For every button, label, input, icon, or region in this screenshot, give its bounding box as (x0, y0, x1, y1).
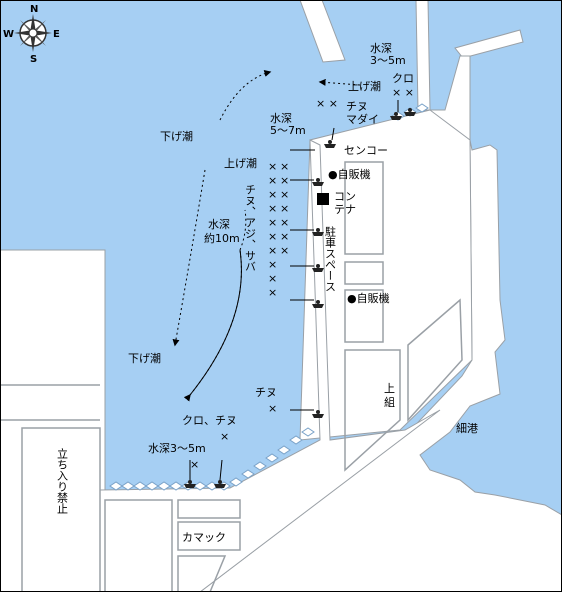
svg-text:× ×: × × (392, 86, 414, 99)
compass-w: W (3, 29, 14, 40)
roads (0, 161, 463, 592)
label-chinu-bottom: チヌ (255, 386, 277, 399)
tide-arrow-up (183, 249, 242, 402)
label-container-2: テナ (334, 203, 356, 216)
svg-text:×: × (280, 174, 289, 187)
label-no-entry: 立ち入り禁止 (56, 447, 69, 514)
svg-text:×: × (268, 160, 277, 173)
callout-lines (189, 100, 399, 481)
map-labels: 水深 3～5m クロ 上げ潮 チヌ マダイ 水深 5～7m 下げ潮 センコー 上… (56, 42, 479, 544)
label-uwageshio-top: 上げ潮 (348, 79, 381, 93)
svg-text:×: × (280, 244, 289, 257)
label-kamakku: カマック (182, 531, 226, 544)
label-hosominato: 細港 (456, 422, 478, 435)
label-depth-center-value: 約10m (204, 231, 240, 245)
label-depth-top-value: 3～5m (370, 54, 406, 67)
label-fish-list: チヌ、アジ、サバ (244, 184, 257, 272)
label-sagegeshio-bottom: 下げ潮 (128, 351, 161, 365)
pier-top-right (415, 0, 431, 111)
svg-text:×: × (268, 230, 277, 243)
land-bottom (99, 139, 441, 592)
svg-text:×: × (268, 188, 277, 201)
label-parking: 駐車スペース (324, 225, 337, 292)
label-depth-center: 水深 (208, 218, 230, 231)
svg-text:×: × (268, 202, 277, 215)
svg-text:×: × (280, 188, 289, 201)
svg-text:×: × (268, 216, 277, 229)
compass-rose-icon: N S E W (3, 4, 60, 65)
svg-text:×: × (268, 402, 277, 415)
fish-marks: × × × × × × × × × × × × × × × × × × × × … (190, 86, 414, 471)
svg-text:×: × (268, 272, 277, 285)
compass-s: S (30, 54, 37, 65)
land-left (0, 249, 106, 592)
svg-text:× ×: × × (316, 97, 338, 110)
svg-text:×: × (268, 258, 277, 271)
breakwater-right (454, 29, 524, 59)
label-kuro-top: クロ (392, 72, 414, 85)
label-vending-1: ●自販機 (328, 167, 371, 181)
label-depth-mid-value: 5～7m (270, 124, 306, 137)
label-sagegeshio-top: 下げ潮 (160, 129, 193, 143)
label-chinu-madai-2: マダイ (346, 112, 379, 126)
svg-text:×: × (220, 430, 229, 443)
svg-text:×: × (268, 174, 277, 187)
svg-text:×: × (280, 160, 289, 173)
svg-text:×: × (280, 202, 289, 215)
label-senko: センコー (344, 144, 388, 157)
land-right (199, 55, 562, 592)
label-kuro-chinu: クロ、チヌ (182, 414, 237, 427)
svg-text:×: × (190, 458, 199, 471)
compass-e: E (53, 29, 60, 40)
compass-n: N (30, 4, 38, 15)
label-depth-bottom: 水深3～5m (148, 442, 206, 455)
breakwater-top-left (299, 0, 346, 63)
label-chinu-madai-1: チヌ (346, 100, 368, 113)
label-depth-mid: 水深 (270, 112, 292, 125)
label-vending-2: ●自販機 (347, 291, 390, 305)
label-uwageshio-mid: 上げ潮 (224, 156, 257, 170)
svg-text:×: × (280, 216, 289, 229)
label-depth-top: 水深 (370, 42, 392, 55)
svg-text:×: × (280, 230, 289, 243)
container-marker (317, 193, 329, 205)
svg-text:×: × (268, 244, 277, 257)
label-kami-gumi-1: 上 (384, 382, 395, 395)
label-container-1: コン (334, 190, 356, 203)
label-kami-gumi-2: 組 (384, 396, 395, 409)
svg-text:×: × (268, 286, 277, 299)
